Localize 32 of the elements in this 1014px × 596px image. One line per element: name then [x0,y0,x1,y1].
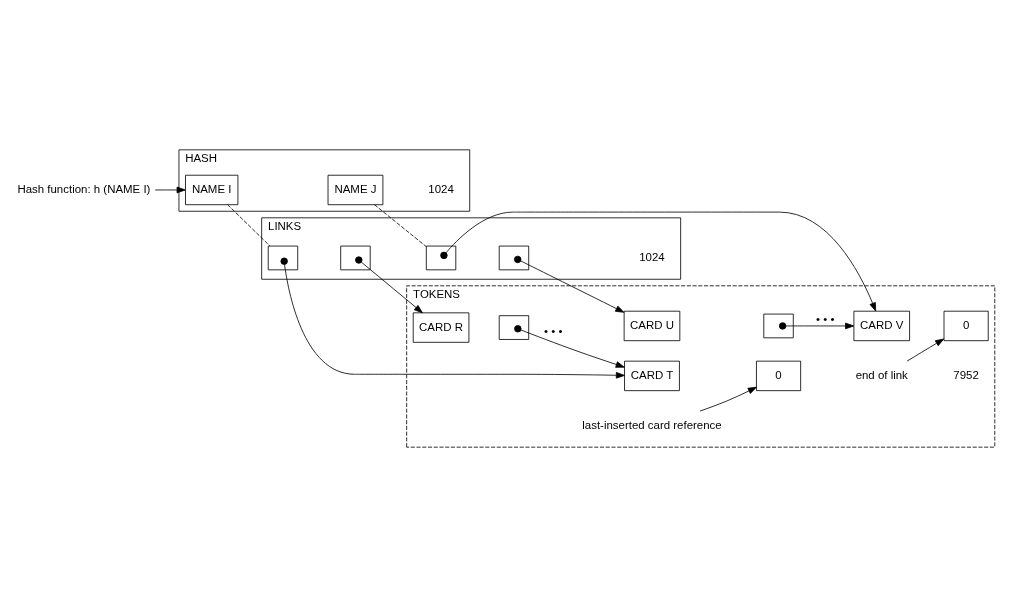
node-text: Hash function: h (NAME I) [17,182,151,195]
arrow [440,211,877,311]
node-box [763,313,794,338]
node-box [340,245,371,270]
node-box: NAME I [185,174,239,205]
node-box [498,245,530,270]
arrow [699,386,757,411]
arrow [514,324,625,368]
node-box [425,245,457,270]
arrow [778,321,855,330]
arrow [280,257,625,379]
connector [227,203,271,246]
node-box: 0 [756,360,802,391]
node-box [267,245,299,270]
node-box: CARD R [412,311,470,343]
node-box: CARD V [853,310,910,341]
node-text: end of link [855,368,908,381]
node-text: last-inserted card reference [582,418,722,431]
arrow [906,338,945,361]
node-label: 1024 [639,250,665,263]
arrow [355,255,423,313]
node-box [498,314,530,340]
node-box: NAME J [327,174,384,205]
node-box: CARD U [623,310,681,341]
arrow [154,186,186,193]
node-box: 0 [943,310,989,341]
arrow [514,255,625,313]
node-label: 7952 [953,368,979,381]
node-box: CARD T [624,360,680,391]
edge-label: • • • [544,324,563,337]
node-label: 1024 [428,182,454,195]
edge-label: • • • [816,312,835,325]
